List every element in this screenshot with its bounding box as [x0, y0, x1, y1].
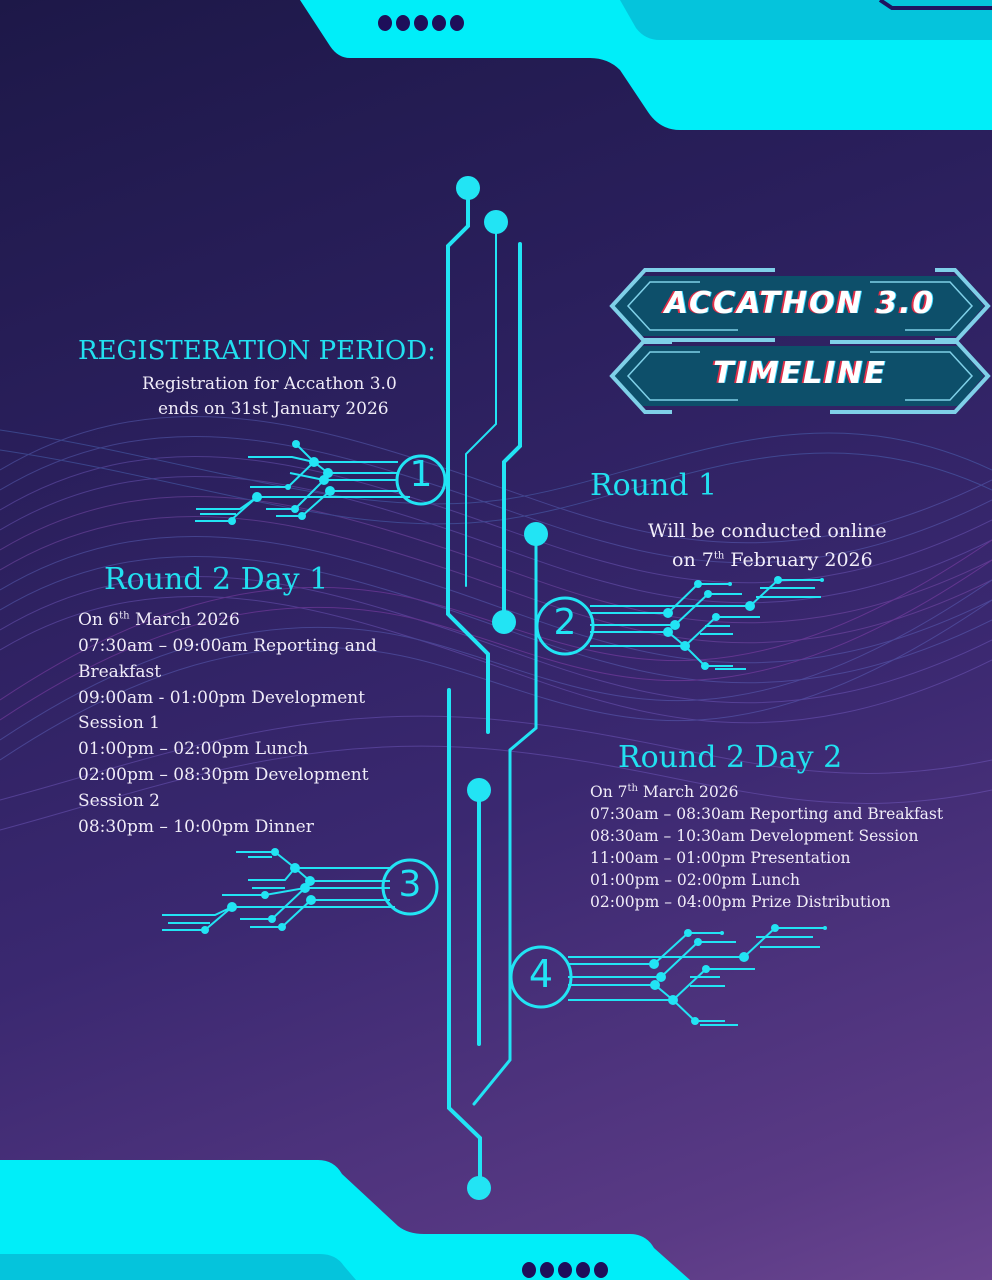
schedule-item: 08:30pm – 10:00pm Dinner — [78, 817, 314, 837]
round2-day1-date: On 6th March 2026 — [78, 610, 240, 630]
schedule-item: 07:30am – 08:30am Reporting and Breakfas… — [590, 805, 944, 823]
schedule-item: 09:00am - 01:00pm Development — [78, 688, 366, 708]
round2-day2-heading: Round 2 Day 2 — [618, 740, 843, 775]
schedule-item: 08:30am – 10:30am Development Session — [590, 827, 919, 845]
schedule-item: Session 1 — [78, 713, 160, 733]
event-title: ACCATHON 3.0 — [664, 286, 936, 321]
registration-line-2: ends on 31st January 2026 — [158, 399, 389, 419]
round2-day2-date: On 7th March 2026 — [590, 782, 739, 801]
step-1-number: 1 — [409, 454, 433, 495]
round1-line-2: on 7th February 2026 — [672, 549, 873, 571]
round1-heading: Round 1 — [590, 468, 718, 503]
step-4-number: 4 — [528, 952, 554, 996]
timeline-title: TIMELINE — [713, 356, 887, 391]
schedule-item: 01:00pm – 02:00pm Lunch — [78, 739, 309, 759]
registration-line-1: Registration for Accathon 3.0 — [142, 374, 397, 394]
step-3-number: 3 — [398, 864, 422, 905]
schedule-item: 01:00pm – 02:00pm Lunch — [590, 871, 801, 889]
round2-day1-heading: Round 2 Day 1 — [104, 562, 329, 597]
schedule-item: 02:00pm – 08:30pm Development — [78, 765, 369, 785]
schedule-item: 07:30am – 09:00am Reporting and — [78, 636, 377, 656]
bottom-dots-decoration — [522, 1262, 608, 1278]
step-2-number: 2 — [553, 602, 577, 643]
schedule-item: 11:00am – 01:00pm Presentation — [590, 849, 851, 867]
schedule-item: 02:00pm – 04:00pm Prize Distribution — [590, 893, 891, 911]
round1-line-1: Will be conducted online — [648, 520, 887, 542]
registration-heading: REGISTERATION PERIOD: — [78, 336, 436, 366]
top-dots-decoration — [378, 15, 464, 31]
schedule-item: Session 2 — [78, 791, 160, 811]
schedule-item: Breakfast — [78, 662, 162, 682]
